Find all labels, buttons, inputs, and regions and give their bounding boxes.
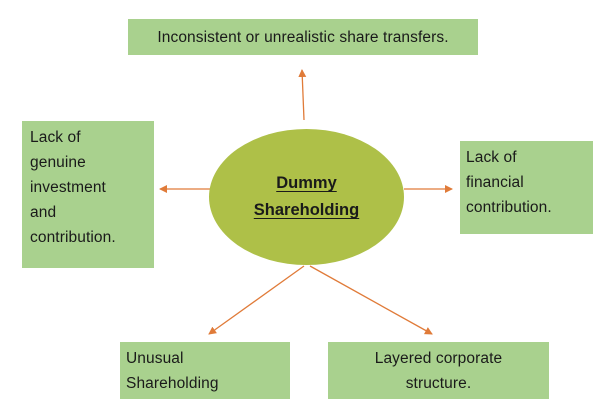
node-right-financial: Lack of financial contribution. <box>460 141 593 234</box>
node-right-line: Lack of <box>466 149 517 166</box>
arrow-to-top <box>298 69 307 121</box>
node-bottom-right-line: structure. <box>405 375 472 392</box>
node-left-line: genuine <box>30 154 86 171</box>
arrow-to-bottom-left <box>208 265 305 335</box>
node-left-line: investment <box>30 179 106 196</box>
node-bottom-right-line: Layered corporate <box>374 350 503 367</box>
node-top-text: Inconsistent or unrealistic share transf… <box>157 28 449 46</box>
node-right-line: financial <box>466 174 524 191</box>
node-top-share-transfers: Inconsistent or unrealistic share transf… <box>128 19 478 55</box>
node-left-line: and <box>30 204 57 221</box>
node-left-line: contribution. <box>30 229 116 246</box>
arrow-to-bottom-right <box>309 265 433 335</box>
center-node-line: Shareholding <box>253 201 360 219</box>
center-node-line: Dummy <box>276 174 337 192</box>
center-node-dummy-shareholding: Dummy Shareholding <box>209 129 404 265</box>
node-bottom-left-line: Unusual <box>126 350 184 367</box>
node-bottom-left-unusual: Unusual Shareholding <box>120 342 290 399</box>
node-bottom-right-layered: Layered corporate structure. <box>328 342 549 399</box>
node-left-line: Lack of <box>30 129 81 146</box>
node-bottom-left-line: Shareholding <box>126 375 219 392</box>
node-right-line: contribution. <box>466 199 552 216</box>
node-left-investment: Lack of genuine investment and contribut… <box>22 121 154 268</box>
